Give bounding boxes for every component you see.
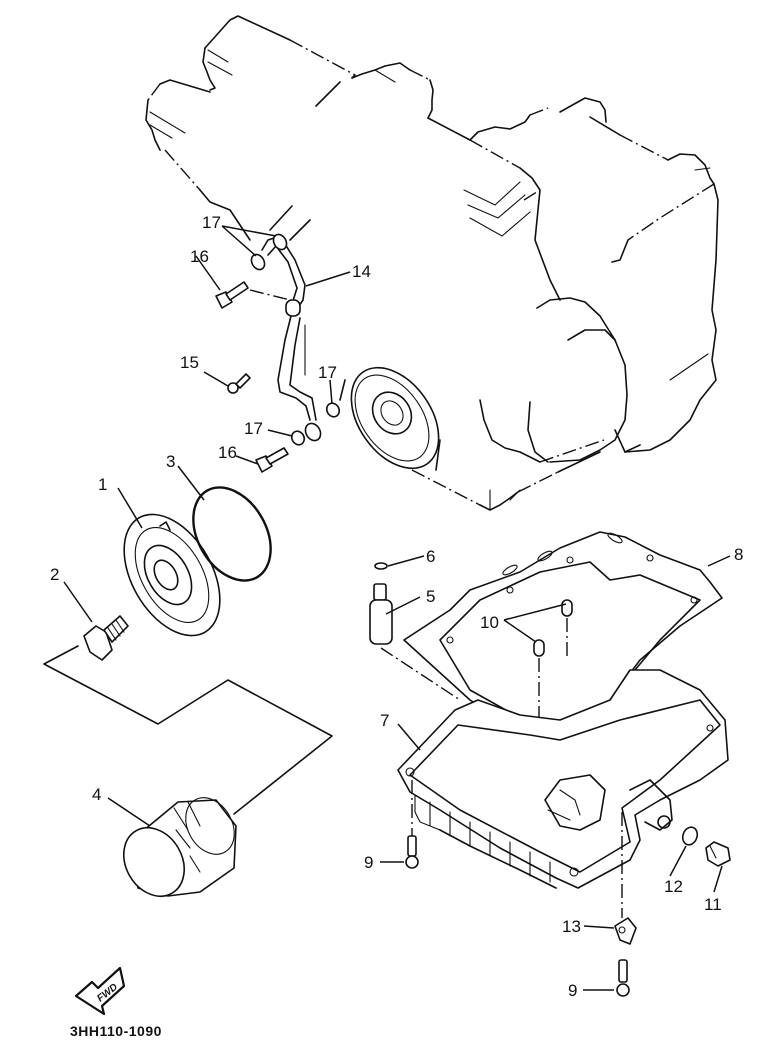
callout-8: 8 [734,545,743,564]
oil-pressure-switch [369,583,461,701]
callout-17-upper: 17 [202,213,221,232]
callout-14: 14 [352,262,371,281]
callout-17-lower: 17 [244,419,263,438]
callout-1: 1 [98,475,107,494]
bolt-9-left [405,780,419,869]
callout-17-right: 17 [318,363,337,382]
callout-12: 12 [664,877,683,896]
leader-lines [63,225,731,991]
drawing-code: 3HH110-1090 [70,1023,162,1039]
bolt-15 [227,373,251,394]
drain-plug [705,841,731,867]
callout-13: 13 [562,917,581,936]
oil-filter-cartridge [123,797,237,897]
oil-filter-cover [123,513,221,637]
engine-block-outline [145,15,719,511]
oil-delivery-pipe [250,205,341,446]
callout-4: 4 [92,785,101,804]
callout-7: 7 [380,711,389,730]
o-ring [192,486,272,582]
callout-6: 6 [426,547,435,566]
callout-2: 2 [50,565,59,584]
callout-15: 15 [180,353,199,372]
callout-16-lower: 16 [218,443,237,462]
clamp [614,812,637,945]
forward-arrow-icon: FWD [74,966,126,1016]
union-bolt [83,615,129,661]
filter-mount-boss [339,366,441,471]
callout-11: 11 [704,895,722,914]
callout-10: 10 [480,613,499,632]
bolt-16-lower [255,447,289,473]
callout-3: 3 [166,452,175,471]
o-ring-small [374,562,388,570]
bolt-9-bottom [616,959,630,997]
callout-labels: 1 2 3 4 5 6 7 8 9 9 10 11 12 13 14 15 16… [50,213,743,1000]
assembly-bracket-line [43,645,333,815]
oil-pan [397,669,729,889]
bolt-16-upper [215,281,249,309]
gasket-washer [681,826,699,846]
callout-9-bottom: 9 [568,981,577,1000]
callout-9-left: 9 [364,853,373,872]
callout-5: 5 [426,587,435,606]
callout-16-upper: 16 [190,247,209,266]
